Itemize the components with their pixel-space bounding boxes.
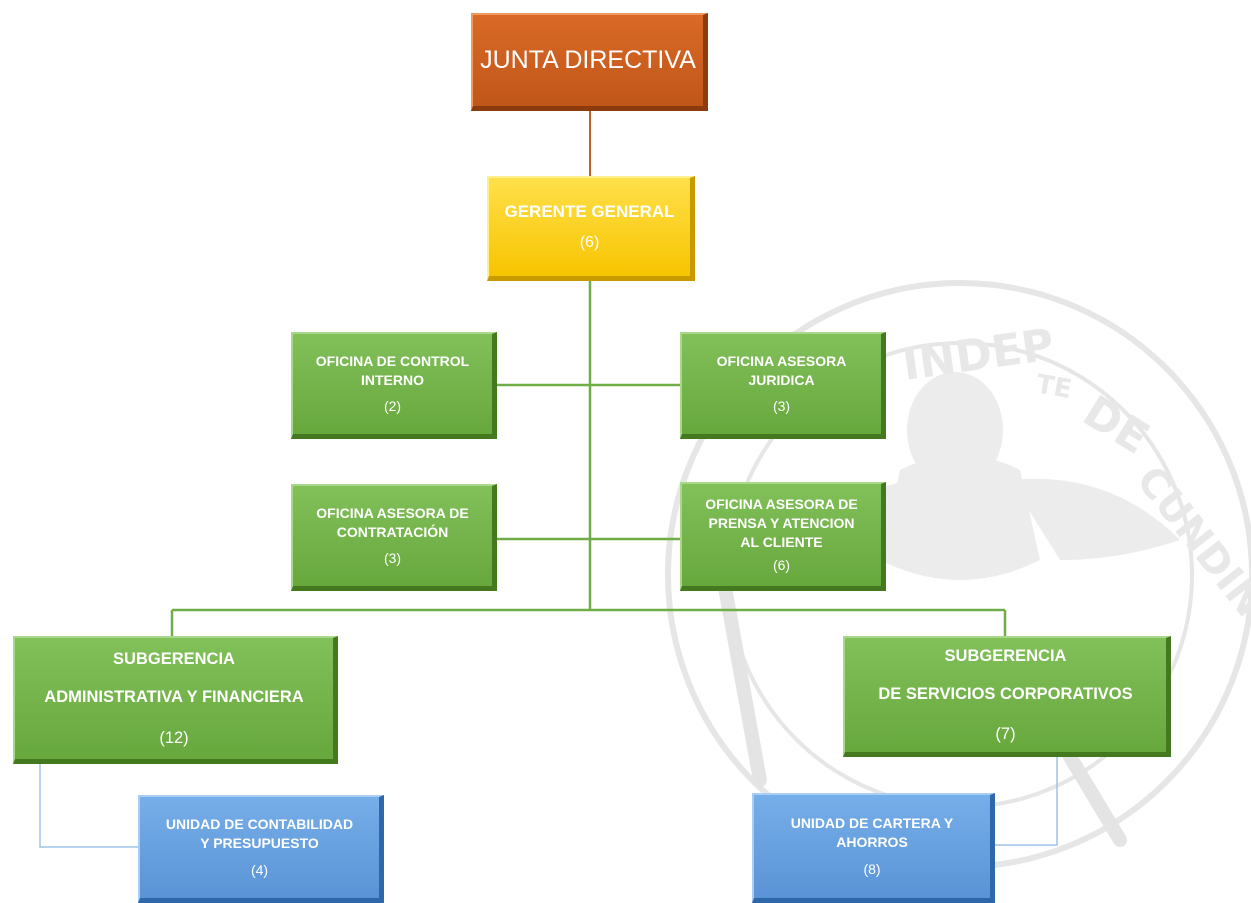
asesora-juridica-line1: OFICINA ASESORA [716,352,847,369]
control-interno-box: OFICINA DE CONTROL INTERNO (2) [291,332,497,439]
asesora-prensa-line3: AL CLIENTE [740,534,823,550]
asesora-prensa-line1: OFICINA ASESORA DE [705,496,858,513]
unidad-contabilidad-box: UNIDAD DE CONTABILIDAD Y PRESUPUESTO (4) [138,795,384,903]
asesora-contratacion-line2: CONTRATACIÓN [336,523,449,540]
asesora-prensa-box: OFICINA ASESORA DE PRENSA Y ATENCION AL … [680,482,886,591]
unidad-contabilidad-count: (4) [250,861,269,878]
gerente-general-box: GERENTE GENERAL (6) [487,176,695,281]
subgerencia-administrativa-line2: ADMINISTRATIVA Y FINANCIERA [44,688,304,707]
connector-contabilidad [39,764,138,848]
control-interno-count: (2) [383,398,402,415]
junta-directiva-title: JUNTA DIRECTIVA [480,45,696,74]
unidad-cartera-line1: UNIDAD DE CARTERA Y [790,815,954,832]
unidad-cartera-box: UNIDAD DE CARTERA Y AHORROS (8) [752,793,995,903]
control-interno-line2: INTERNO [361,371,424,388]
asesora-juridica-line2: JURIDICA [748,371,815,388]
unidad-contabilidad-line1: UNIDAD DE CONTABILIDAD [165,816,354,833]
asesora-prensa-count: (6) [772,556,791,573]
asesora-contratacion-box: OFICINA ASESORA DE CONTRATACIÓN (3) [291,484,497,591]
svg-text:TE: TE [1034,369,1074,405]
asesora-contratacion-line1: OFICINA ASESORA DE [316,504,469,521]
subgerencia-administrativa-box: SUBGERENCIA ADMINISTRATIVA Y FINANCIERA … [13,636,338,764]
connector-cartera [995,757,1058,846]
unidad-cartera-line2: AHORROS [836,834,908,851]
asesora-juridica-box: OFICINA ASESORA JURIDICA (3) [680,332,886,439]
control-interno-line1: OFICINA DE CONTROL [315,352,470,369]
gerente-general-count: (6) [579,233,600,251]
unidad-contabilidad-line2: Y PRESUPUESTO [200,835,319,852]
subgerencia-servicios-line1: SUBGERENCIA [944,646,1067,665]
subgerencia-servicios-count: (7) [995,725,1016,744]
subgerencia-servicios-line2: DE SERVICIOS CORPORATIVOS [878,684,1133,703]
asesora-contratacion-count: (3) [383,550,402,567]
gerente-general-title: GERENTE GENERAL [504,201,675,221]
junta-directiva-box: JUNTA DIRECTIVA [471,13,708,111]
subgerencia-administrativa-line1: SUBGERENCIA [113,650,235,669]
asesora-juridica-count: (3) [772,398,791,415]
unidad-cartera-count: (8) [863,860,881,877]
subgerencia-servicios-box: SUBGERENCIA DE SERVICIOS CORPORATIVOS (7… [843,636,1171,757]
asesora-prensa-line2: PRENSA Y ATENCION [708,515,855,532]
subgerencia-administrativa-count: (12) [159,728,189,747]
